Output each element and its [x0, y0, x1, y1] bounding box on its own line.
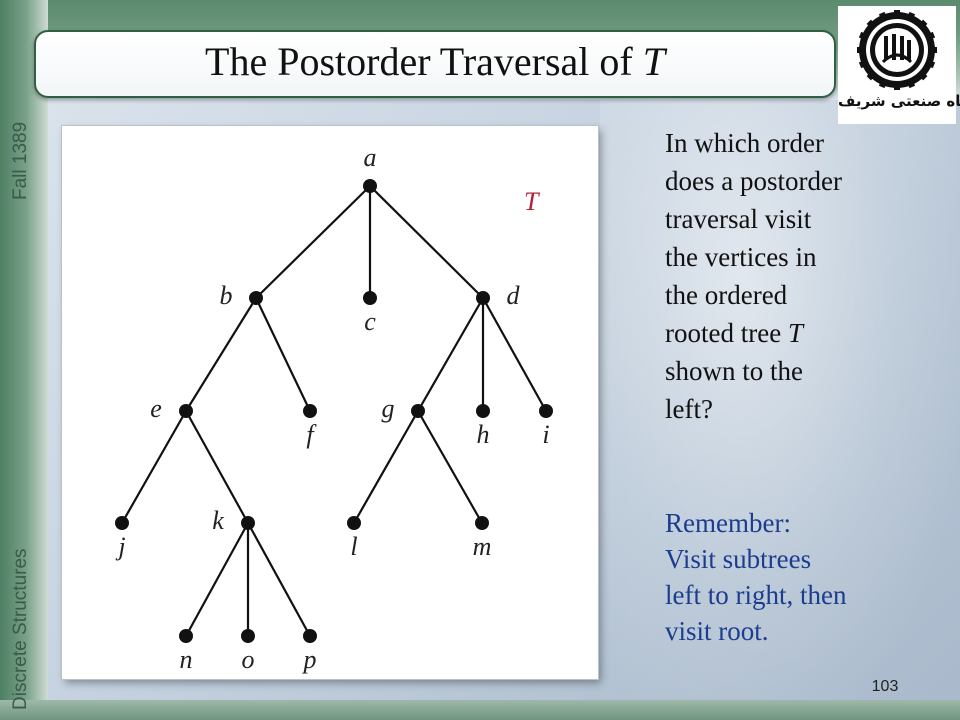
- tree-edge-b-f: [255, 297, 311, 412]
- question-line-5: the ordered: [665, 280, 788, 310]
- tree-edge-a-d: [369, 185, 484, 299]
- tree-node-m: [475, 516, 489, 530]
- page-number: 103: [871, 678, 899, 695]
- bottom-decoration-band: [0, 700, 960, 720]
- tree-node-g: [411, 404, 425, 418]
- tree-node-l: [347, 516, 361, 530]
- remember-line-3: left to right, then: [665, 580, 847, 610]
- left-decoration-band: [0, 0, 48, 720]
- tree-node-label-a: a: [364, 143, 377, 172]
- tree-node-n: [179, 629, 193, 643]
- tree-edge-g-m: [417, 410, 483, 524]
- tree-node-f: [303, 404, 317, 418]
- tree-node-e: [179, 404, 193, 418]
- tree-node-i: [539, 404, 553, 418]
- question-line-4: the vertices in: [665, 242, 817, 272]
- tree-edge-g-l: [353, 410, 419, 524]
- question-line-8: left?: [665, 394, 713, 424]
- remember-text: Remember: Visit subtrees left to right, …: [665, 505, 955, 649]
- sharif-seal-icon: [857, 10, 937, 90]
- tree-edge-d-i: [482, 297, 547, 412]
- side-caption: Fall 1389 Discrete Structures: [10, 90, 40, 710]
- tree-node-label-l: l: [350, 532, 357, 561]
- tree-node-label-o: o: [242, 645, 255, 674]
- tree-edge-k-p: [247, 522, 311, 637]
- side-term-label: Fall 1389: [10, 121, 31, 200]
- tree-node-label-i: i: [542, 420, 549, 449]
- tree-edge-a-b: [255, 185, 371, 299]
- question-line-6: rooted tree T: [665, 318, 803, 348]
- question-line-1: In which order: [665, 128, 824, 158]
- slide-title: The Postorder Traversal of T: [205, 39, 665, 84]
- logo-caption: دانشگاه صنعتی شریف: [838, 92, 960, 110]
- tree-node-o: [241, 629, 255, 643]
- tree-node-label-e: e: [150, 394, 162, 423]
- tree-figure-card: a b c d e f g h i j k l m n o p T: [62, 126, 598, 679]
- tree-node-label-j: j: [115, 532, 125, 561]
- remember-line-2: Visit subtrees: [665, 544, 812, 574]
- tree-node-p: [303, 629, 317, 643]
- tree-node-label-d: d: [507, 281, 521, 310]
- remember-line-4: visit root.: [665, 616, 769, 646]
- ordered-rooted-tree: a b c d e f g h i j k l m n o p T: [115, 143, 553, 674]
- remember-line-1: Remember:: [665, 508, 791, 538]
- tree-node-a: [363, 179, 377, 193]
- tree-node-j: [115, 516, 129, 530]
- tree-node-label-h: h: [477, 420, 490, 449]
- tree-node-label-b: b: [220, 281, 233, 310]
- question-line-2: does a postorder: [665, 166, 842, 196]
- tree-node-label-p: p: [302, 645, 317, 674]
- tree-edge-b-e: [185, 297, 257, 412]
- tree-edge-e-j: [121, 410, 187, 524]
- question-text: In which order does a postorder traversa…: [665, 124, 935, 428]
- tree-name-label: T: [524, 187, 540, 216]
- tree-node-label-m: m: [473, 532, 492, 561]
- tree-node-b: [249, 291, 263, 305]
- tree-edge-k-n: [185, 522, 249, 637]
- question-line-7: shown to the: [665, 356, 803, 386]
- tree-node-label-g: g: [382, 394, 395, 423]
- tree-node-c: [363, 291, 377, 305]
- tree-node-label-f: f: [306, 420, 317, 449]
- tree-node-d: [476, 291, 490, 305]
- title-bar: The Postorder Traversal of T: [34, 30, 836, 98]
- tree-node-label-k: k: [212, 506, 224, 535]
- question-line-3: traversal visit: [665, 204, 812, 234]
- tree-node-k: [241, 516, 255, 530]
- tree-node-label-n: n: [180, 645, 193, 674]
- tree-node-label-c: c: [364, 307, 376, 336]
- background-haze: [600, 100, 960, 700]
- university-logo: دانشگاه صنعتی شریف: [838, 6, 960, 124]
- tree-edge-d-g: [417, 297, 484, 412]
- tree-node-h: [476, 404, 490, 418]
- side-course-label: Discrete Structures: [10, 548, 31, 710]
- tree-edge-e-k: [185, 410, 249, 524]
